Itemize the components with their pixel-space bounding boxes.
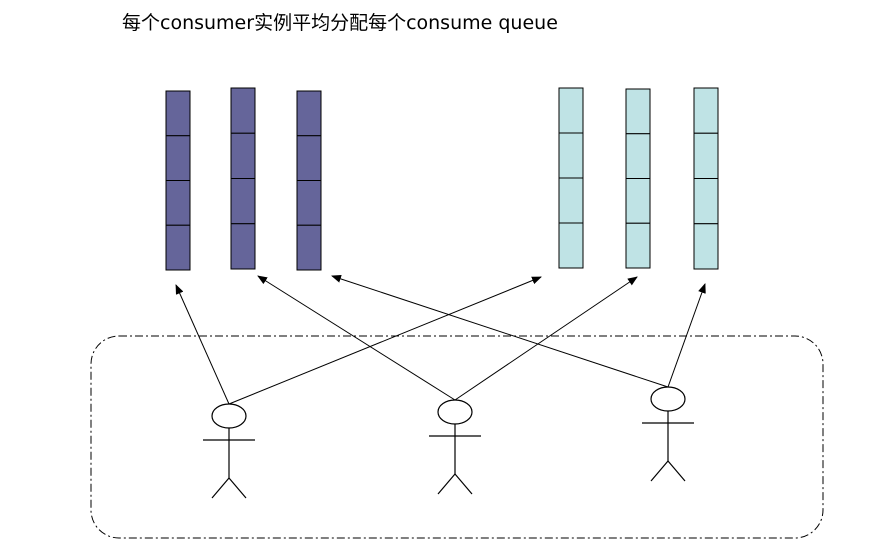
consumer-head (437, 399, 473, 425)
queues-layer (165, 87, 719, 271)
consume-queue (165, 90, 191, 271)
queue-slot (693, 178, 719, 225)
queue-slot (230, 223, 256, 270)
consume-queue (230, 87, 256, 270)
queue-slot (296, 224, 322, 271)
queue-slot (230, 87, 256, 134)
queue-slot (165, 90, 191, 137)
assignment-arrow (175, 284, 230, 405)
consumer-right-leg (454, 473, 473, 495)
consumer-head (211, 403, 247, 429)
queue-slot (625, 133, 651, 179)
consumer-instance (203, 403, 255, 499)
queue-slot (558, 222, 584, 269)
consume-queue (558, 87, 584, 269)
queue-slot (165, 135, 191, 181)
queue-slot (625, 222, 651, 269)
diagram-title: 每个consumer实例平均分配每个consume queue (122, 12, 558, 34)
queue-slot (165, 224, 191, 271)
assignment-arrow (454, 276, 638, 401)
consumer-instance (429, 399, 481, 495)
consumer-right-leg (228, 477, 247, 499)
queue-slot (230, 132, 256, 179)
consume-queue (693, 87, 719, 270)
consumer-left-leg (650, 460, 669, 482)
consumer-left-leg (437, 473, 456, 495)
assignment-arrow (257, 275, 456, 401)
consume-queue (625, 88, 651, 269)
consumer-group-container (90, 335, 824, 539)
assignment-arrow (228, 276, 542, 405)
consumer-left-leg (211, 477, 230, 499)
queue-slot (625, 88, 651, 135)
arrows-layer (175, 275, 706, 405)
queue-slot (296, 90, 322, 137)
queue-slot (558, 132, 584, 179)
consume-queue (296, 90, 322, 271)
consumer-instance (642, 386, 694, 482)
queue-slot (230, 178, 256, 225)
consumers-layer (203, 386, 694, 499)
queue-slot (558, 87, 584, 134)
queue-slot (558, 177, 584, 224)
queue-slot (693, 132, 719, 179)
assignment-arrow (331, 275, 669, 388)
queue-slot (693, 223, 719, 270)
assignment-arrow (667, 283, 706, 388)
queue-slot (296, 135, 322, 181)
consumer-right-leg (667, 460, 686, 482)
queue-slot (165, 180, 191, 226)
consumer-head (650, 386, 686, 412)
queue-slot (625, 178, 651, 224)
queue-slot (296, 180, 322, 226)
queue-slot (693, 87, 719, 134)
